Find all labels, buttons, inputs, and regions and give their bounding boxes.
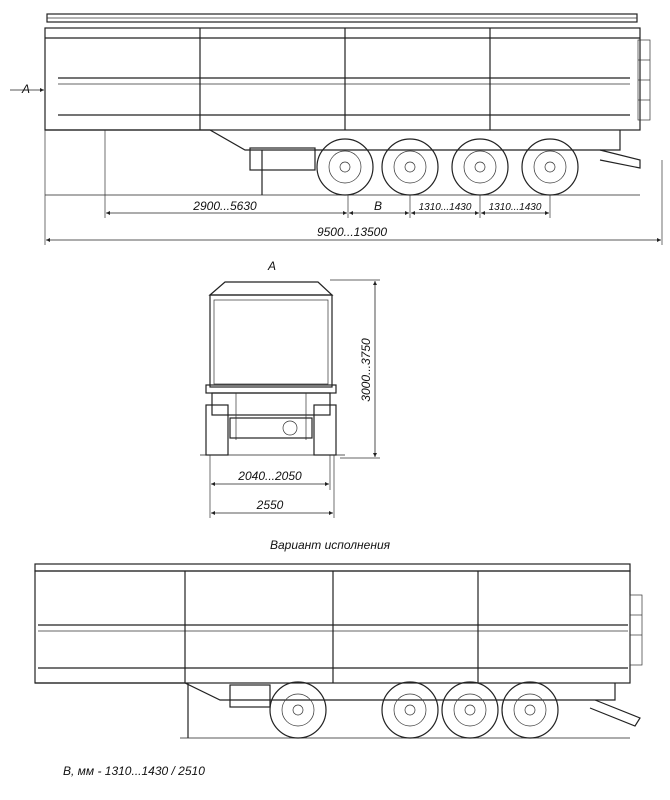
variant-title: Вариант исполнения	[270, 538, 391, 552]
dim-axle-spacing-2: 1310...1430	[489, 202, 542, 213]
dim-track: 2040...2050	[237, 469, 302, 483]
side-view-trailer	[10, 13, 651, 196]
dim-height: 3000...3750	[359, 338, 373, 402]
rear-view-trailer	[200, 281, 345, 456]
dim-axle-spacing-1: 1310...1430	[419, 202, 472, 213]
side-view-wheels	[316, 138, 579, 196]
side-view-dimensions	[44, 130, 663, 245]
rear-view-title: A	[267, 259, 276, 273]
dim-total-length: 9500...13500	[317, 225, 387, 239]
dim-width: 2550	[256, 498, 284, 512]
view-marker-a: A	[21, 82, 30, 96]
variant-caption: B, мм - 1310...1430 / 2510	[63, 764, 205, 778]
dim-front-overhang: 2900...5630	[192, 199, 257, 213]
variant-wheels	[269, 681, 559, 739]
rear-view-dimensions	[209, 279, 380, 518]
variant-side-view-trailer	[34, 563, 643, 739]
dim-b: B	[374, 199, 382, 213]
